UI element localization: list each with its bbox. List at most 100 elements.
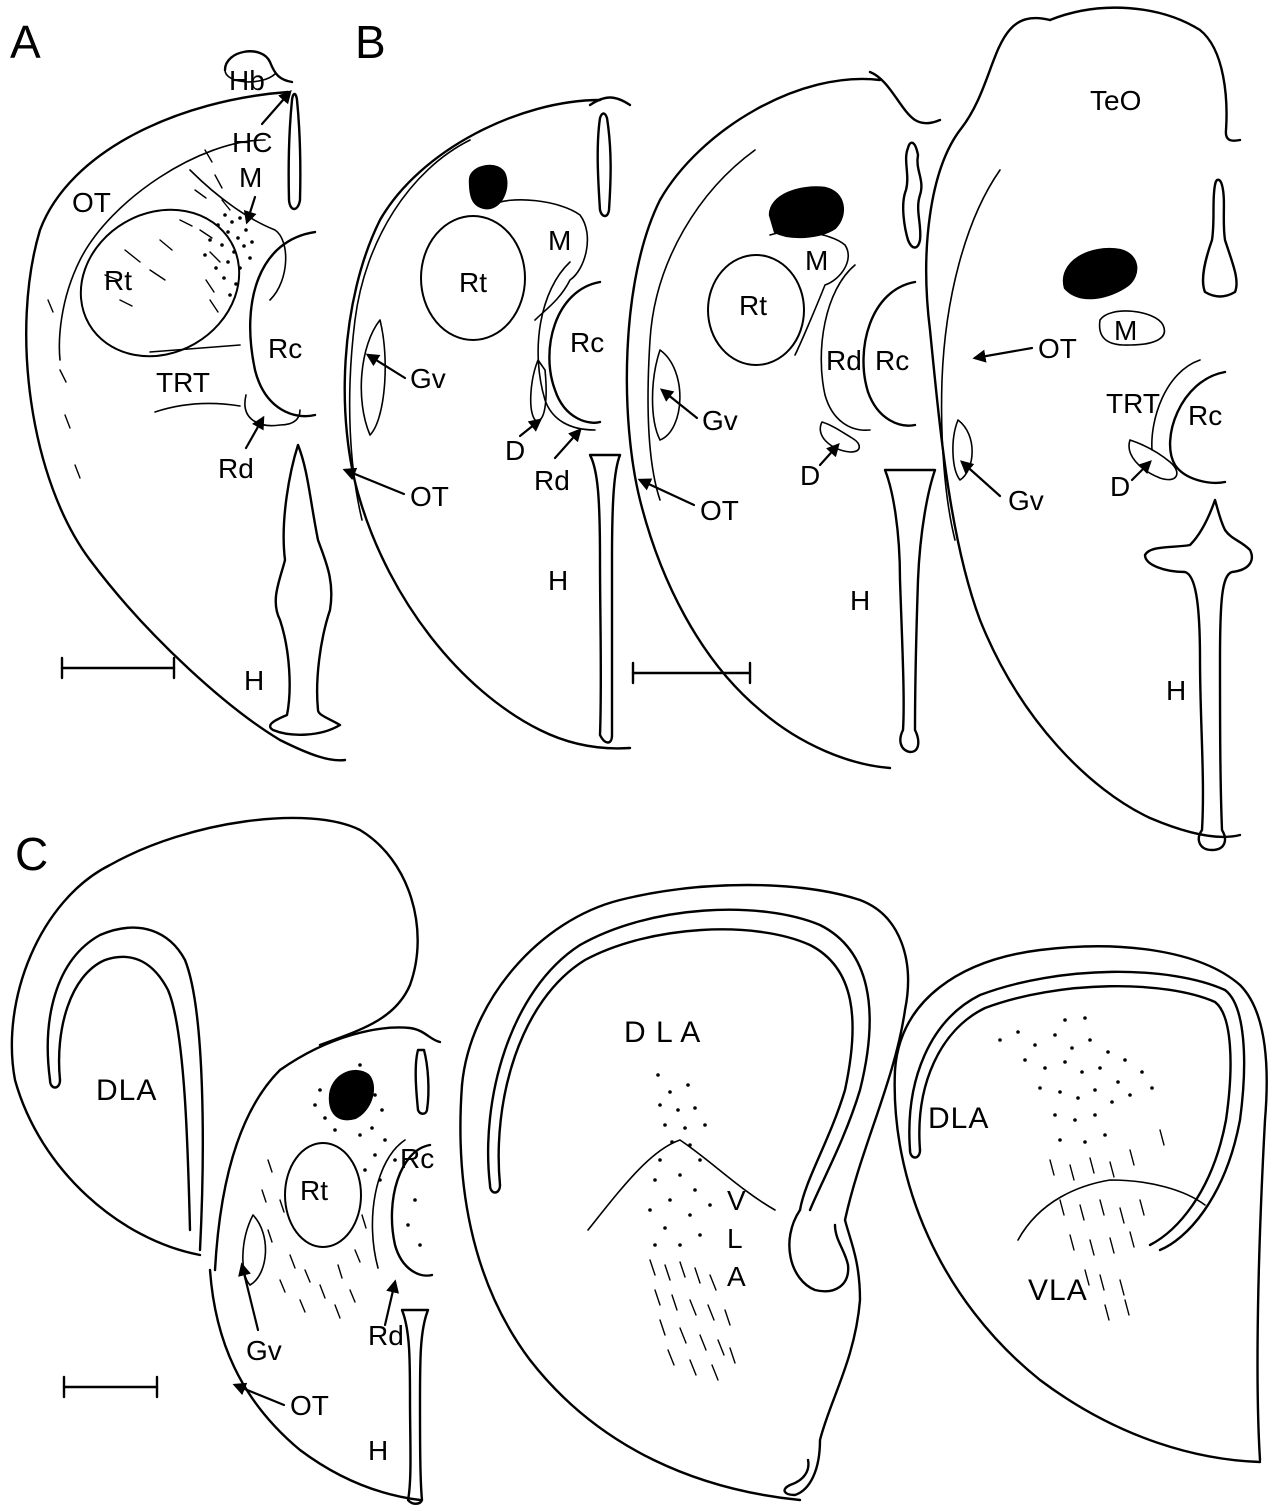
c2-fiber-dashes <box>650 1260 735 1380</box>
c3-ventricle-tip <box>910 1150 920 1158</box>
b1-hypothalamic-ventricle <box>590 455 620 743</box>
label-hc: HC <box>232 127 272 158</box>
c2-ventricle-tip <box>490 1185 500 1193</box>
panel-c-letter: C <box>15 828 48 880</box>
b3-arrow-ot <box>975 348 1032 358</box>
c2-hook <box>789 1210 848 1291</box>
b2-label-rd: Rd <box>826 345 862 376</box>
panel-a-letter: A <box>10 16 41 68</box>
arrow-rd <box>246 418 263 448</box>
c1-diencephalon-lower <box>210 1270 420 1500</box>
b2-arrow-d <box>820 445 838 465</box>
c2-cell-dots <box>648 1073 712 1247</box>
label-h: H <box>244 665 264 696</box>
b1-label-h: H <box>548 565 568 596</box>
c2-label-v: V <box>727 1185 746 1216</box>
c2-label-a: A <box>727 1261 746 1292</box>
b2-top <box>870 72 940 123</box>
c1-label-gv: Gv <box>246 1335 282 1366</box>
b3-label-rc: Rc <box>1188 400 1222 431</box>
label-ot: OT <box>72 187 111 218</box>
b2-outline <box>627 79 890 768</box>
c3-label-vla: VLA <box>1028 1274 1088 1307</box>
c1-arrow-ot <box>235 1385 284 1405</box>
c3-cell-dots <box>998 1016 1154 1144</box>
panel-c-section-2: D L A V L A <box>460 885 908 1500</box>
c2-ventricle-outer <box>488 910 870 1210</box>
c2-ventricle-inner <box>499 929 853 1210</box>
b1-gv-outline <box>361 320 385 435</box>
c1-ventricle-tip <box>50 1080 60 1088</box>
label-rt: Rt <box>104 265 132 296</box>
b2-label-h: H <box>850 585 870 616</box>
b3-label-d: D <box>1110 471 1130 502</box>
b3-label-ot: OT <box>1038 333 1077 364</box>
panel-a-cell-dots <box>203 213 254 297</box>
b2-label-rt: Rt <box>739 290 767 321</box>
panel-a: A <box>10 16 345 760</box>
scale-bar-b <box>633 663 750 683</box>
panel-b-section-1: Rt M Rc Gv D Rd OT H <box>345 98 630 749</box>
c3-label-dla: DLA <box>928 1102 989 1135</box>
b1-ot-line <box>350 140 470 520</box>
rc-nucleus-outline <box>250 232 315 416</box>
b1-top-wave <box>590 98 630 106</box>
c1-hypothalamic-ventricle <box>402 1310 428 1504</box>
b1-label-m: M <box>548 225 571 256</box>
c3-dla-vla-border <box>1018 1180 1205 1240</box>
b2-label-gv: Gv <box>702 405 738 436</box>
panel-b: B Rt M Rc Gv D Rd OT H <box>345 8 1252 850</box>
b2-gv-outline <box>653 350 680 440</box>
b3-hypothalamic-ventricle <box>1145 500 1252 850</box>
c1-label-ot: OT <box>290 1390 329 1421</box>
c1-hemisphere-outline <box>12 818 418 1255</box>
label-rc: Rc <box>268 333 302 364</box>
label-hb: Hb <box>229 65 265 96</box>
c1-label-rc: Rc <box>400 1143 434 1174</box>
b1-label-d: D <box>505 435 525 466</box>
label-trt: TRT <box>156 367 210 398</box>
b1-label-rc: Rc <box>570 327 604 358</box>
arrow-hc <box>262 92 290 124</box>
c2-label-dla: D L A <box>624 1016 701 1049</box>
panel-b-section-2: M Rt Rd Rc Gv D OT H <box>627 72 940 768</box>
b1-arrow-gv <box>368 355 405 378</box>
panel-c: C <box>12 818 1267 1504</box>
panel-a-hypothalamic-ventricle <box>270 445 340 735</box>
b3-arrow-gv <box>962 462 1000 496</box>
b2-label-ot: OT <box>700 495 739 526</box>
b3-gv-outline <box>953 420 972 480</box>
b3-label-teo: TeO <box>1090 85 1141 116</box>
scale-bar-a <box>62 658 174 678</box>
b2-ot-line <box>648 150 755 500</box>
c1-label-h: H <box>368 1435 388 1466</box>
b1-upper-ventricle <box>598 114 611 217</box>
b1-label-rt: Rt <box>459 267 487 298</box>
trt-line-lower <box>155 404 240 412</box>
b3-label-m: M <box>1114 315 1137 346</box>
panel-b-letter: B <box>355 16 386 68</box>
c1-label-rt: Rt <box>300 1175 328 1206</box>
b2-upper-ventricle <box>903 143 921 248</box>
b2-dark-nucleus <box>770 187 843 236</box>
b1-arrow-d <box>520 420 540 436</box>
c2-dla-vla-border <box>588 1140 775 1230</box>
label-m: M <box>239 162 262 193</box>
b3-dark-nucleus <box>1064 249 1136 298</box>
b2-d-nucleus <box>820 422 859 452</box>
panel-a-upper-ventricle <box>289 94 301 209</box>
panel-c-section-1: DLA Rt Rc Gv Rd OT H <box>12 818 440 1504</box>
b3-label-gv: Gv <box>1008 485 1044 516</box>
c1-dark-nucleus <box>330 1071 373 1119</box>
panel-b-section-3: TeO OT M TRT Rc Gv D H <box>926 8 1252 850</box>
trt-line-upper <box>150 345 240 352</box>
b1-label-gv: Gv <box>410 363 446 394</box>
scale-bar-c <box>64 1377 157 1397</box>
c1-arrow-rd <box>385 1282 395 1325</box>
b3-upper-ventricle <box>1203 180 1237 297</box>
b1-label-ot: OT <box>410 481 449 512</box>
b3-top <box>1050 8 1240 141</box>
b2-label-d: D <box>800 460 820 491</box>
c1-arrow-gv <box>242 1265 258 1330</box>
b3-label-h: H <box>1166 675 1186 706</box>
